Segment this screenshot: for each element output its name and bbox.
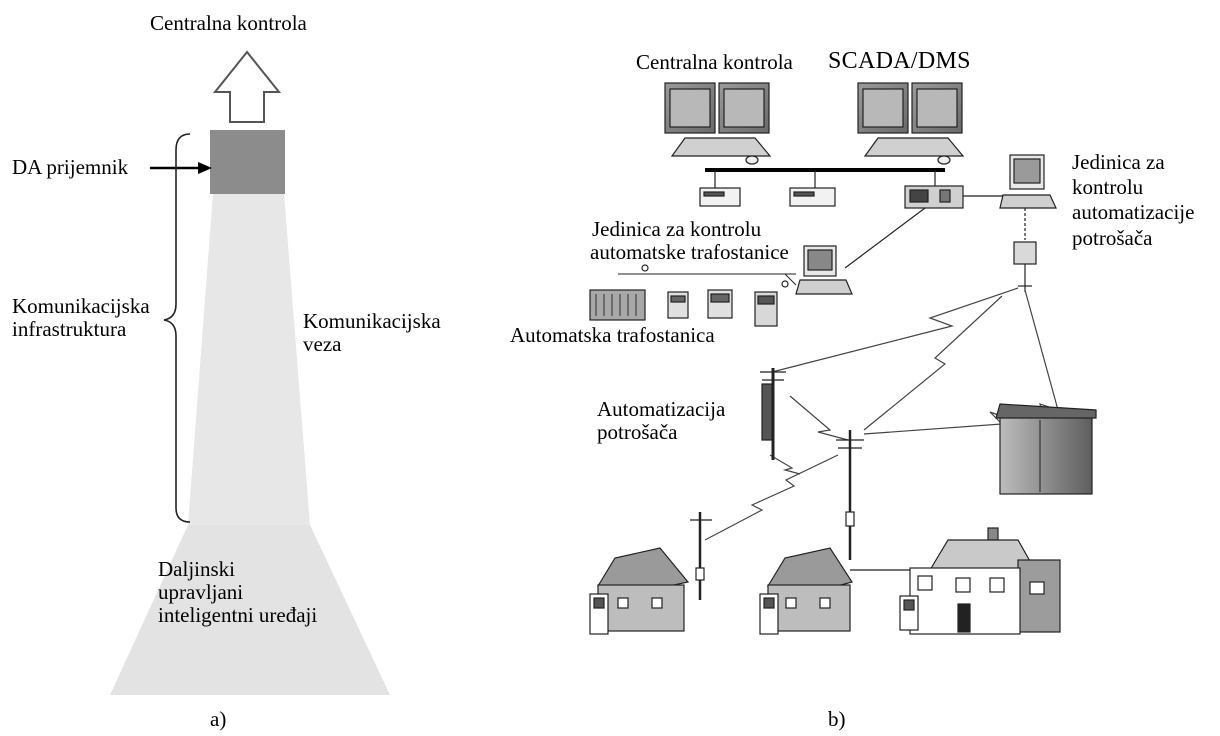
- control-workstation-1: [664, 82, 772, 165]
- up-arrow: [212, 50, 282, 123]
- consumer-automation-line-1: Automatizacija: [597, 397, 726, 421]
- consumer-control-unit-label: Jedinica za kontrolu automatizacije potr…: [1072, 150, 1194, 251]
- consumer-automation-label: Automatizacija potrošača: [597, 397, 726, 445]
- communication-link-label: Komunikacijska veza: [303, 309, 441, 357]
- substation-control-unit-label: Jedinica za kontrolu automatske trafosta…: [590, 217, 789, 265]
- consumer-control-unit-line-3: automatizacije: [1072, 200, 1195, 225]
- house-2: [759, 547, 853, 635]
- consumer-control-unit-line-1: Jedinica za: [1072, 150, 1165, 174]
- scada-dms-label: SCADA/DMS: [828, 48, 971, 74]
- caption-a: a): [210, 707, 227, 731]
- infrastructure-brace: [163, 133, 191, 523]
- server-2: [789, 187, 836, 207]
- server-3: [904, 185, 964, 209]
- communication-link-line-1: Komunikacijska: [303, 309, 441, 333]
- substation-module-2: [667, 291, 689, 319]
- communication-link-beam: [188, 193, 310, 525]
- control-workstation-2: [857, 82, 965, 165]
- caption-b: b): [828, 707, 846, 731]
- automation-pole-center: [836, 430, 864, 560]
- server-1: [699, 187, 741, 207]
- communication-infrastructure-line-2: infrastruktura: [12, 317, 127, 342]
- substation-module-3: [707, 289, 733, 319]
- consumer-control-unit-line-2: kontrolu: [1072, 175, 1144, 200]
- consumer-control-terminal: [999, 154, 1057, 292]
- remote-devices-line-1: Daljinski: [158, 557, 235, 581]
- substation-rack-1: [589, 289, 646, 321]
- consumer-automation-line-2: potrošača: [597, 420, 678, 445]
- substation-control-unit-line-1: Jedinica za kontrolu: [592, 217, 762, 241]
- da-receiver-box: [210, 130, 285, 194]
- house-pole: [690, 512, 712, 600]
- substation-module-4: [754, 291, 778, 327]
- substation-control-terminal: [795, 245, 853, 295]
- communication-link-line-2: veza: [303, 332, 342, 357]
- house-3: [899, 527, 1061, 635]
- automation-pole-left: [760, 368, 786, 460]
- central-control-label-a: Centralna kontrola: [150, 11, 307, 35]
- receiver-pointer-arrow: [150, 162, 212, 174]
- substation-control-unit-line-2: automatske trafostanice: [590, 240, 789, 265]
- communication-infrastructure-label: Komunikacijska infrastruktura: [12, 294, 150, 342]
- remote-devices-label: Daljinski upravljani inteligentni uređaj…: [158, 557, 318, 628]
- device-area: [110, 525, 390, 695]
- panel-a: [110, 50, 390, 695]
- communication-infrastructure-line-1: Komunikacijska: [12, 294, 150, 318]
- panel-b: [589, 82, 1097, 635]
- central-control-label-b: Centralna kontrola: [636, 50, 793, 74]
- remote-devices-line-2: upravljani: [158, 580, 244, 605]
- da-receiver-label: DA prijemnik: [12, 155, 129, 179]
- consumer-control-unit-line-4: potrošača: [1072, 225, 1153, 250]
- remote-devices-line-3: inteligentni uređaji: [158, 603, 318, 628]
- automated-substation-label: Automatska trafostanica: [510, 323, 715, 347]
- kiosk-substation: [995, 403, 1097, 495]
- house-1: [589, 547, 690, 635]
